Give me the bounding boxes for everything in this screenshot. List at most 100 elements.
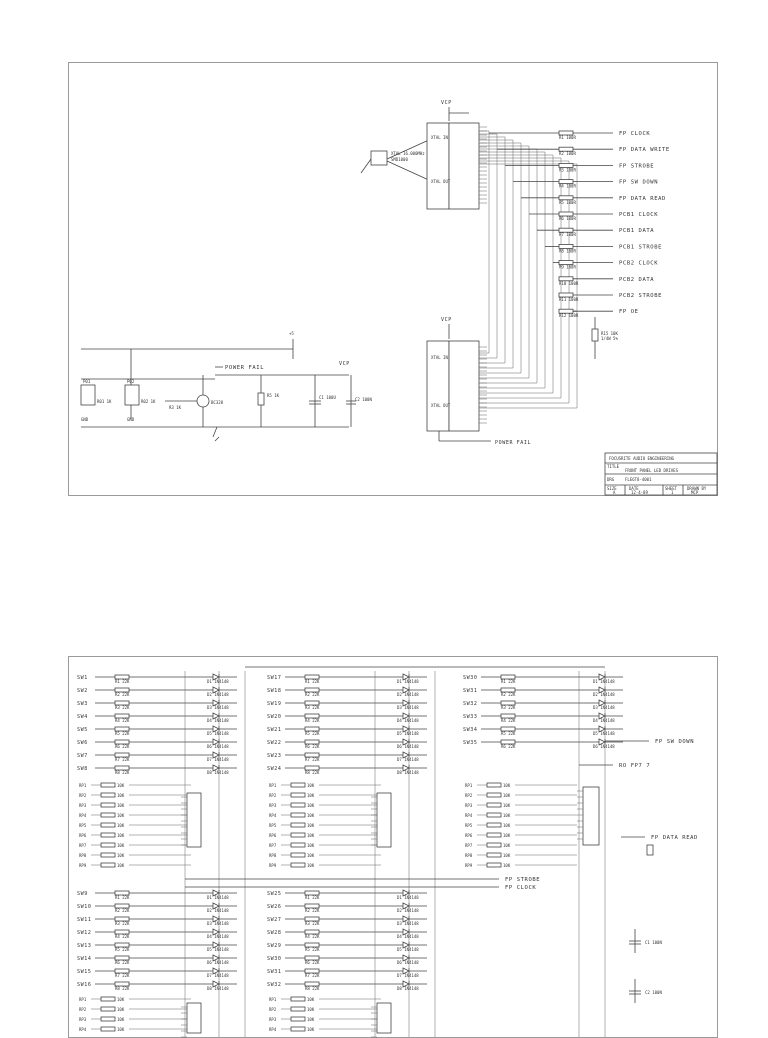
shift-register-ic-5: [376, 1002, 392, 1034]
output-label-8: PCB2 CLOCK: [619, 261, 658, 267]
svg-text:10K: 10K: [307, 803, 315, 808]
svg-text:10K: 10K: [307, 853, 315, 858]
size-value: A: [613, 490, 616, 495]
svg-text:10K: 10K: [307, 1007, 315, 1012]
svg-text:R5 1K: R5 1K: [267, 393, 280, 398]
svg-text:10K: 10K: [117, 783, 125, 788]
svg-text:D5 1N4148: D5 1N4148: [207, 731, 229, 736]
output-label-10: PCB2 STROBE: [619, 293, 662, 299]
svg-text:D5 1N4148: D5 1N4148: [593, 731, 615, 736]
switch-label-c2t-2: SW19: [267, 701, 281, 707]
switch-label-c3t-0: SW30: [463, 675, 477, 681]
svg-text:RP9: RP9: [269, 863, 277, 868]
output-label-4: FP DATA READ: [619, 196, 666, 202]
output-label-3: FP SW DOWN: [619, 180, 658, 186]
switch-label-c1b-2: SW11: [77, 917, 91, 923]
svg-text:D2 1N4148: D2 1N4148: [207, 908, 229, 913]
shift-register-ic-2: [376, 792, 392, 848]
switch-label-c1b-1: SW10: [77, 904, 91, 910]
svg-text:10K: 10K: [307, 1017, 315, 1022]
svg-text:P01: P01: [83, 379, 91, 384]
svg-text:D5 1N4148: D5 1N4148: [397, 731, 419, 736]
svg-text:R4 22K: R4 22K: [501, 718, 516, 723]
svg-text:D4 1N4148: D4 1N4148: [397, 718, 419, 723]
svg-text:D3 1N4148: D3 1N4148: [397, 921, 419, 926]
svg-text:R2 22K: R2 22K: [305, 908, 320, 913]
switch-label-c2t-0: SW17: [267, 675, 281, 681]
drawn-value: MCP: [691, 490, 699, 495]
svg-text:10K: 10K: [117, 793, 125, 798]
svg-text:10K: 10K: [117, 863, 125, 868]
vcp-label-top: VCP: [441, 100, 452, 106]
svg-text:R6 22K: R6 22K: [501, 744, 516, 749]
svg-text:R7 100R: R7 100R: [559, 232, 576, 237]
ro-fp7-label: RO FP7 7: [619, 763, 650, 769]
svg-text:R5 22K: R5 22K: [115, 731, 130, 736]
svg-text:D1 1N4148: D1 1N4148: [593, 679, 615, 684]
svg-text:R8 22K: R8 22K: [305, 986, 320, 991]
output-label-11: FP OE: [619, 309, 639, 315]
shift-register-ic-4: [186, 1002, 202, 1034]
svg-text:10K: 10K: [117, 803, 125, 808]
svg-text:P02: P02: [127, 379, 135, 384]
svg-text:R6 100R: R6 100R: [559, 216, 576, 221]
svg-text:RP4: RP4: [269, 1027, 277, 1032]
svg-text:R4 22K: R4 22K: [305, 718, 320, 723]
svg-text:D3 1N4148: D3 1N4148: [207, 921, 229, 926]
svg-text:R5 22K: R5 22K: [305, 947, 320, 952]
svg-text:D8 1N4148: D8 1N4148: [207, 770, 229, 775]
svg-text:D7 1N4148: D7 1N4148: [397, 757, 419, 762]
svg-text:R1 100R: R1 100R: [559, 135, 576, 140]
svg-text:RP2: RP2: [79, 1007, 87, 1012]
svg-text:10K: 10K: [117, 1027, 125, 1032]
svg-text:R4 22K: R4 22K: [115, 934, 130, 939]
svg-text:R4 22K: R4 22K: [115, 718, 130, 723]
svg-text:R02 1K: R02 1K: [141, 399, 156, 404]
switch-label-c1b-4: SW13: [77, 943, 91, 949]
svg-text:C2 100N: C2 100N: [355, 397, 372, 402]
switch-label-c3t-1: SW31: [463, 688, 477, 694]
svg-text:RP2: RP2: [269, 793, 277, 798]
power-fail-left-label: POWER FAIL: [225, 365, 264, 371]
svg-text:GND: GND: [81, 417, 89, 422]
svg-text:R01 1K: R01 1K: [97, 399, 112, 404]
svg-text:XTAL OUT: XTAL OUT: [431, 179, 451, 184]
svg-text:D1 1N4148: D1 1N4148: [207, 895, 229, 900]
svg-text:R1 22K: R1 22K: [115, 895, 130, 900]
switch-label-c1b-0: SW9: [77, 891, 88, 897]
svg-text:10K: 10K: [307, 783, 315, 788]
switch-label-c1t-0: SW1: [77, 675, 88, 681]
svg-text:D7 1N4148: D7 1N4148: [207, 757, 229, 762]
svg-text:RP1: RP1: [465, 783, 473, 788]
svg-text:RP2: RP2: [465, 793, 473, 798]
svg-text:R8 22K: R8 22K: [115, 770, 130, 775]
svg-text:D6 1N4148: D6 1N4148: [397, 960, 419, 965]
svg-text:R2 22K: R2 22K: [115, 908, 130, 913]
switch-label-c3t-3: SW33: [463, 714, 477, 720]
svg-text:R6 22K: R6 22K: [305, 960, 320, 965]
svg-text:RP8: RP8: [269, 853, 277, 858]
drg-number: FLE6T8-4001: [625, 477, 652, 482]
svg-text:10K: 10K: [503, 793, 511, 798]
svg-text:R5 22K: R5 22K: [305, 731, 320, 736]
svg-text:D1 1N4148: D1 1N4148: [397, 679, 419, 684]
svg-text:R2 100R: R2 100R: [559, 151, 576, 156]
switch-label-c3t-5: SW35: [463, 740, 477, 746]
switch-label-c2t-6: SW23: [267, 753, 281, 759]
svg-text:R3 100R: R3 100R: [559, 167, 576, 172]
svg-text:D2 1N4148: D2 1N4148: [397, 908, 419, 913]
svg-text:RP4: RP4: [79, 1027, 87, 1032]
svg-text:R12 100R: R12 100R: [559, 313, 579, 318]
svg-text:R6 22K: R6 22K: [115, 744, 130, 749]
svg-text:R5 22K: R5 22K: [115, 947, 130, 952]
svg-text:10K: 10K: [503, 843, 511, 848]
svg-text:R3 22K: R3 22K: [305, 921, 320, 926]
switch-label-c2b-2: SW27: [267, 917, 281, 923]
svg-text:R4 100R: R4 100R: [559, 184, 576, 189]
svg-text:10K: 10K: [307, 863, 315, 868]
svg-text:RP3: RP3: [465, 803, 473, 808]
svg-text:RP8: RP8: [79, 853, 87, 858]
switch-label-c1t-5: SW6: [77, 740, 88, 746]
svg-text:RP4: RP4: [465, 813, 473, 818]
